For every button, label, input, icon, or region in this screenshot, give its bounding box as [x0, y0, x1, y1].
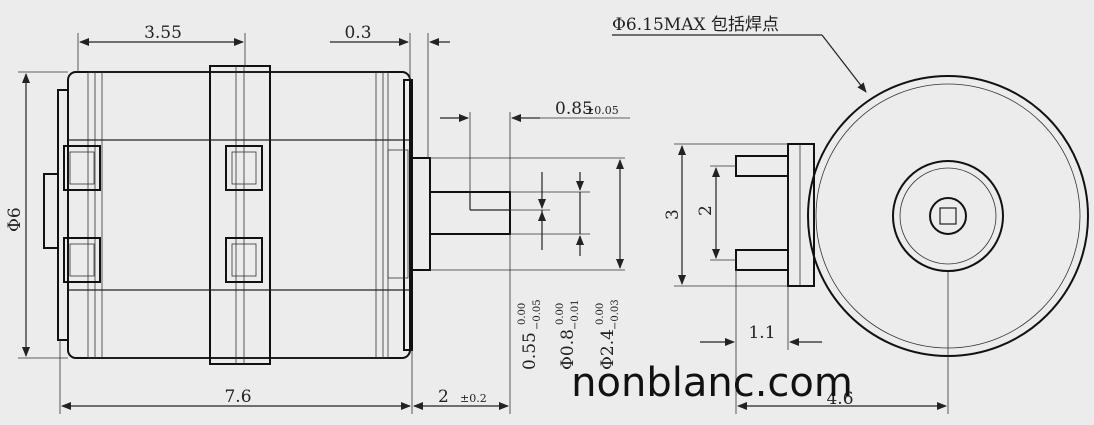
dim-label-0-3: 0.3 — [344, 23, 371, 43]
svg-text:0.00: 0.00 — [517, 303, 528, 325]
dim-2-4: Φ2.4 0.00 −0.03 — [595, 159, 624, 370]
svg-text:−0.05: −0.05 — [532, 299, 543, 330]
front-boss — [411, 157, 431, 271]
dim-7-6: 7.6 — [59, 340, 413, 414]
dim-side-4-6: 4.6 — [737, 272, 949, 414]
terminal-block — [787, 143, 815, 287]
dim-label-7-6: 7.6 — [224, 387, 251, 407]
svg-text:−0.03: −0.03 — [610, 299, 621, 330]
terminal-pin-top — [735, 155, 789, 177]
coil-window-right — [225, 145, 263, 283]
rear-terminal — [43, 173, 59, 249]
dim-dia-6: Φ6 — [5, 71, 68, 359]
boss-circle — [892, 160, 1004, 272]
dim-label-side-4-6: 4.6 — [826, 389, 853, 409]
dim-side-2: 2 — [696, 165, 736, 261]
dim-label-dia-6: Φ6 — [5, 207, 25, 232]
svg-text:−0.01: −0.01 — [570, 299, 581, 330]
dim-label-side-3: 3 — [663, 209, 683, 220]
dim-side-1-1: 1.1 — [700, 270, 822, 414]
dim-label-0-85: 0.85 — [555, 99, 593, 119]
svg-text:0.00: 0.00 — [555, 303, 566, 325]
dim-2: 2 ±0.2 — [413, 234, 511, 414]
dim-0-3: 0.3 — [330, 23, 450, 158]
dim-label-2-4: Φ2.4 — [598, 329, 618, 370]
coil-window-left — [63, 145, 101, 283]
motor-body-inner — [87, 71, 389, 359]
side-view — [735, 75, 1089, 357]
dim-label-dia-6-15: Φ6.15MAX 包括焊点 — [612, 15, 779, 35]
dim-label-0-55: 0.55 — [520, 332, 540, 370]
dim-dia-6-15: Φ6.15MAX 包括焊点 — [612, 15, 867, 93]
front-view — [43, 65, 511, 365]
motor-body-outline — [67, 71, 411, 359]
dim-label-side-1-1: 1.1 — [748, 323, 775, 343]
dim-label-3-55: 3.55 — [144, 23, 182, 43]
dim-3-55: 3.55 — [77, 23, 246, 72]
watermark-text: nonblanc.com — [571, 360, 853, 406]
dim-side-3: 3 — [663, 143, 788, 287]
dim-label-side-2: 2 — [696, 205, 716, 216]
rear-plate — [57, 89, 69, 341]
dim-0-85: 0.85 ±0.05 — [440, 99, 630, 192]
dim-label-0-8: Φ0.8 — [558, 329, 578, 370]
dim-label-2: 2 — [438, 387, 449, 407]
middle-band — [209, 65, 271, 365]
tol-label-0-85: ±0.05 — [585, 104, 619, 117]
tol-label-2: ±0.2 — [460, 392, 487, 405]
svg-text:0.00: 0.00 — [595, 303, 606, 325]
dim-0-8: Φ0.8 0.00 −0.01 — [555, 172, 584, 370]
shaft-circle — [929, 197, 967, 235]
dim-0-55: 0.55 0.00 −0.05 — [517, 172, 546, 370]
terminal-pin-bottom — [735, 249, 789, 271]
